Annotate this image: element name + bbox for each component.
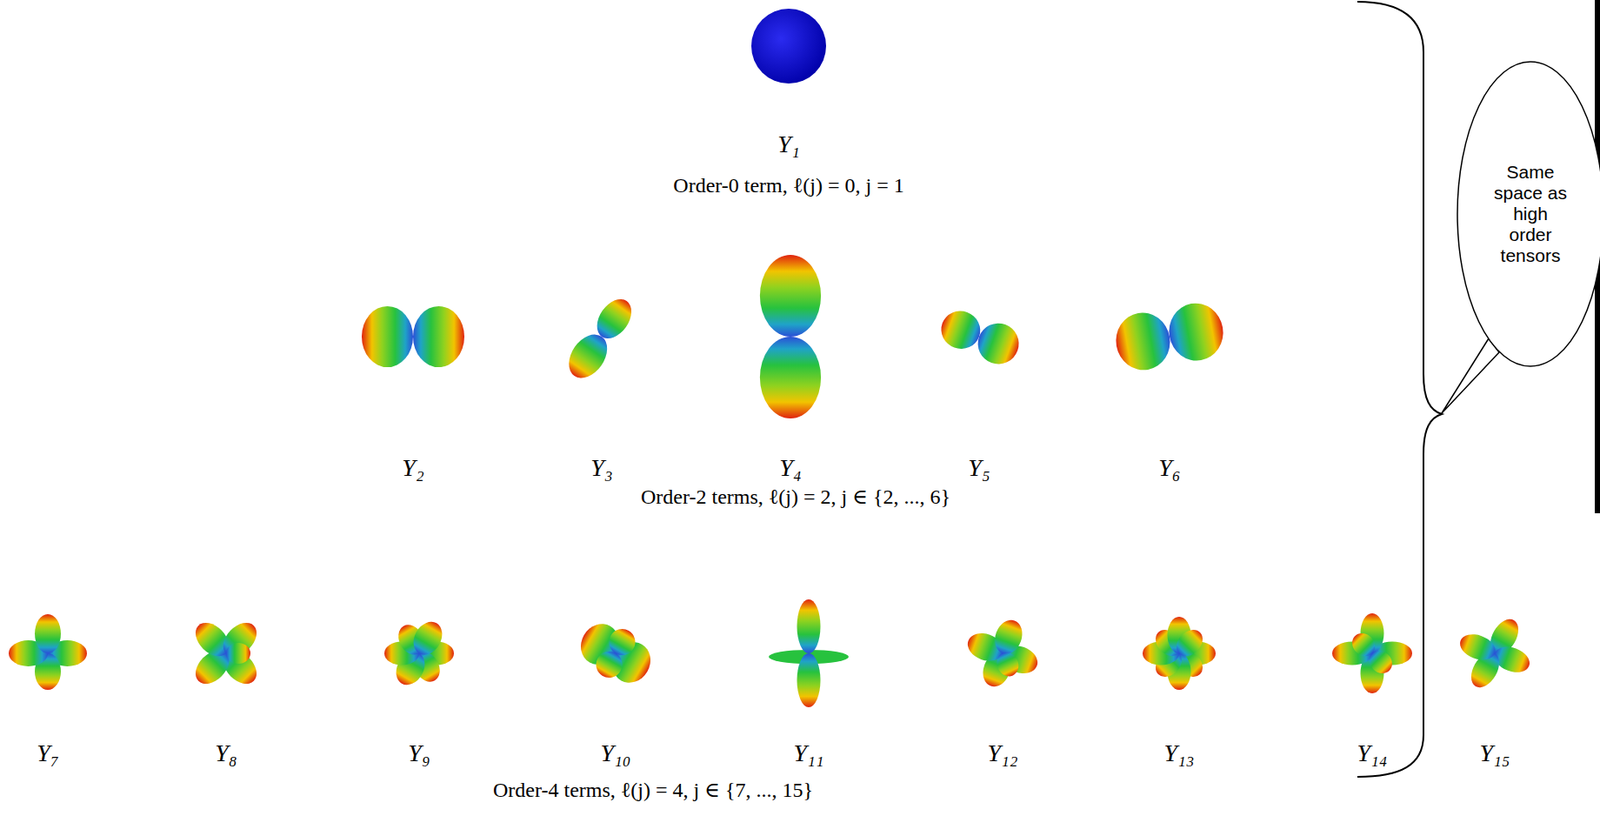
harmonic-label: Y₄	[779, 453, 801, 482]
harmonic-y12	[963, 615, 1041, 690]
harmonic-y15	[1456, 613, 1534, 693]
harmonic-y10	[573, 616, 659, 690]
harmonic-label: Y₆	[1158, 453, 1180, 482]
harmonic-label: Y₁	[777, 130, 800, 159]
harmonic-label: Y₇	[36, 739, 59, 767]
harmonic-y11	[768, 599, 849, 707]
harmonic-y14	[1332, 613, 1413, 694]
row-caption: Order-0 term, ℓ(j) = 0, j = 1	[673, 173, 904, 199]
harmonic-label: Y₁₁	[793, 739, 824, 767]
bubble-ellipse	[1457, 61, 1600, 367]
harmonic-y8	[189, 616, 264, 691]
harmonic-label: Y₁₃	[1163, 739, 1194, 767]
curly-brace	[1357, 1, 1442, 777]
harmonic-y13	[1142, 616, 1216, 690]
callout-tail	[1441, 338, 1500, 414]
harmonic-y6	[1111, 299, 1228, 375]
harmonic-y5	[935, 305, 1025, 370]
harmonic-label: Y₂	[401, 453, 424, 482]
harmonic-label: Y₁₂	[986, 739, 1018, 767]
callout-text: Same space as high order tensors	[1492, 161, 1569, 267]
row-caption: Order-2 terms, ℓ(j) = 2, j ∈ {2, ..., 6}	[640, 485, 951, 510]
harmonic-y4	[760, 254, 821, 419]
row-caption: Order-4 terms, ℓ(j) = 4, j ∈ {7, ..., 15…	[493, 778, 814, 803]
harmonic-y7	[8, 613, 87, 690]
harmonic-label: Y₈	[214, 739, 237, 767]
harmonic-y3	[560, 293, 639, 386]
callout-bubble: Same space as high order tensors	[1456, 60, 1600, 367]
harmonic-y9	[384, 616, 454, 690]
harmonic-label: Y₉	[407, 739, 430, 767]
harmonic-label: Y₁₄	[1356, 739, 1387, 767]
harmonic-label: Y₁₀	[600, 739, 631, 767]
harmonic-label: Y₁₅	[1479, 739, 1510, 767]
harmonic-label: Y₅	[967, 453, 990, 482]
order0-sphere	[751, 8, 827, 84]
harmonic-label: Y₃	[590, 453, 613, 482]
harmonic-y2	[361, 306, 465, 367]
